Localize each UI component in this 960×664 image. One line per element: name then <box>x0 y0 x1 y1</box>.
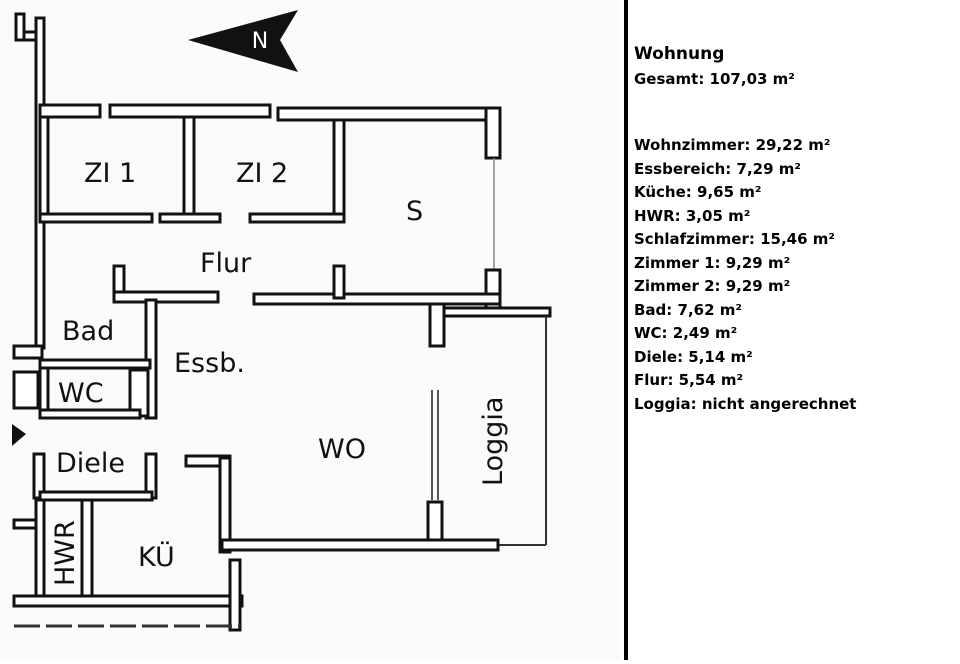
room-label-diele: Diele <box>56 448 125 479</box>
area-item: Zimmer 1: 9,29 m² <box>634 253 791 272</box>
room-label-loggia: Loggia <box>478 397 509 486</box>
area-item: Wohnzimmer: 29,22 m² <box>634 136 831 154</box>
room-label-essb: Essb. <box>174 348 245 379</box>
area-summary: Wohnung Gesamt: 107,03 m² Wohnzimmer: 29… <box>634 44 954 416</box>
room-label-zi2: ZI 2 <box>236 158 288 189</box>
room-label-wo: WO <box>318 434 366 465</box>
compass-label: N <box>252 29 268 54</box>
area-item: Essbereich: 7,29 m² <box>634 159 801 178</box>
room-label-zi1: ZI 1 <box>84 158 136 189</box>
room-label-flur: Flur <box>200 248 252 279</box>
area-item: Küche: 9,65 m² <box>634 183 762 201</box>
summary-total: Gesamt: 107,03 m² <box>634 70 795 88</box>
walls <box>12 12 552 632</box>
room-label-s: S <box>406 196 423 227</box>
area-item: Zimmer 2: 9,29 m² <box>634 277 791 295</box>
area-item: Schlafzimmer: 15,46 m² <box>634 230 835 248</box>
area-list: Wohnzimmer: 29,22 m² Essbereich: 7,29 m²… <box>634 134 954 416</box>
floor-plan: N <box>12 10 552 632</box>
room-label-kue: KÜ <box>138 541 175 573</box>
area-item: Bad: 7,62 m² <box>634 300 742 319</box>
floor-plan-drawing: N <box>12 10 552 632</box>
north-arrow-icon <box>188 10 298 72</box>
room-label-wc: WC <box>58 378 104 409</box>
area-item: Flur: 5,54 m² <box>634 371 744 389</box>
area-item: Diele: 5,14 m² <box>634 347 753 366</box>
summary-title: Wohnung <box>634 44 725 64</box>
area-item: WC: 2,49 m² <box>634 324 738 342</box>
area-item: HWR: 3,05 m² <box>634 206 751 225</box>
room-label-bad: Bad <box>62 316 114 347</box>
divider-line <box>624 0 628 660</box>
area-item: Loggia: nicht angerechnet <box>634 394 857 413</box>
room-label-hwr: HWR <box>50 520 81 586</box>
